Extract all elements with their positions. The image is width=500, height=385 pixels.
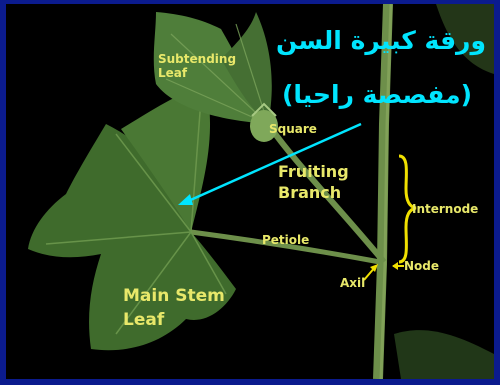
label-internode: Internode [412,202,478,216]
label-subtending-leaf-text: Subtending Leaf [158,52,243,80]
label-axil: Axil [340,276,365,290]
label-petiole: Petiole [262,233,309,247]
label-main-stem-leaf: Main Stem Leaf [123,284,233,332]
label-fruiting-branch: Fruiting Branch [278,161,358,203]
label-subtending-leaf: Subtending Leaf [158,52,243,80]
arabic-caption-line1: ورقة كبيرة السن [276,26,486,55]
label-square: Square [269,122,317,136]
cotton-plant-photo: Subtending Leaf Square Fruiting Branch I… [6,4,494,379]
label-node: Node [404,259,439,273]
arabic-caption-line2: (مفصصة راحيا) [282,80,472,109]
plant-illustration [6,4,494,379]
